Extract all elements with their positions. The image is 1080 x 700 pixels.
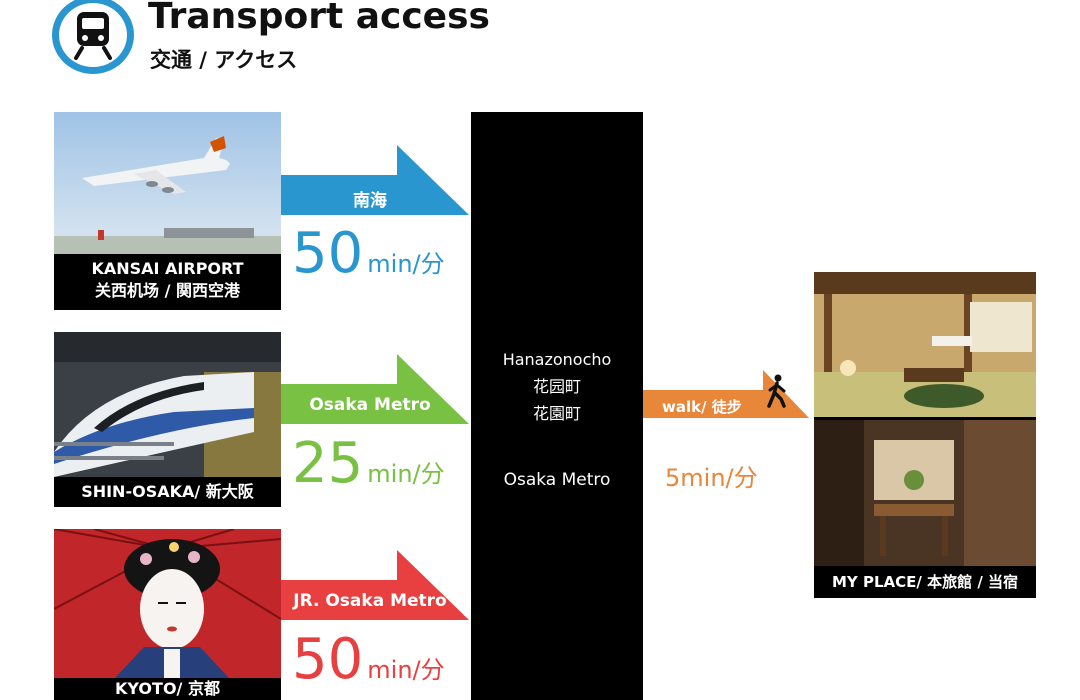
nankai-line-arrow bbox=[281, 145, 469, 215]
train-logo bbox=[52, 0, 134, 74]
page-subtitle: 交通 / アクセス bbox=[150, 48, 298, 72]
jr-osaka-metro-line-label: JR. Osaka Metro bbox=[293, 591, 447, 611]
kansai-duration: 50 min/分 bbox=[292, 226, 445, 282]
walk-label: walk/ 徒步 bbox=[662, 398, 742, 416]
shin-osaka-duration-unit: min/分 bbox=[367, 460, 445, 488]
kyoto-duration-unit: min/分 bbox=[367, 656, 445, 684]
airplane-photo bbox=[54, 112, 281, 260]
kyoto-duration: 50 min/分 bbox=[292, 632, 445, 688]
shin-osaka-tile: SHIN-OSAKA/ 新大阪 bbox=[54, 332, 281, 507]
my-place-caption: MY PLACE/ 本旅館 / 当宿 bbox=[831, 573, 1019, 591]
kansai-airport-tile: KANSAI AIRPORT 关西机场 / 関西空港 bbox=[54, 112, 281, 310]
hanazonocho-station-panel: Hanazonocho 花园町 花園町 Osaka Metro bbox=[471, 112, 643, 700]
kansai-duration-value: 50 bbox=[292, 221, 364, 286]
kansai-airport-name: KANSAI AIRPORT bbox=[91, 259, 244, 278]
dining-room-photo bbox=[814, 420, 1036, 566]
shin-osaka-duration: 25 min/分 bbox=[292, 436, 445, 492]
walk-time: 5min/分 bbox=[665, 464, 758, 492]
station-name-en: Hanazonocho bbox=[502, 350, 612, 369]
station-name-jp: 花園町 bbox=[532, 404, 581, 423]
kansai-duration-unit: min/分 bbox=[367, 250, 445, 278]
jr-osaka-metro-arrow bbox=[281, 550, 469, 620]
shin-osaka-caption: SHIN-OSAKA/ 新大阪 bbox=[54, 477, 281, 507]
geisha-photo bbox=[54, 529, 281, 679]
kansai-airport-caption: KANSAI AIRPORT 关西机场 / 関西空港 bbox=[54, 254, 281, 310]
osaka-metro-arrow bbox=[281, 354, 469, 424]
osaka-metro-line-label: Osaka Metro bbox=[309, 395, 431, 415]
train-icon bbox=[74, 12, 112, 60]
kyoto-tile: KYOTO/ 京都 bbox=[54, 529, 281, 700]
nankai-line-label: 南海 bbox=[353, 191, 387, 211]
kansai-airport-local-name: 关西机场 / 関西空港 bbox=[95, 281, 240, 300]
my-place-tile: MY PLACE/ 本旅館 / 当宿 bbox=[814, 272, 1036, 598]
page-title: Transport access bbox=[148, 0, 490, 37]
kyoto-duration-value: 50 bbox=[292, 627, 364, 692]
bullet-train-photo bbox=[54, 332, 281, 477]
tatami-room-photo bbox=[814, 272, 1036, 417]
kyoto-caption: KYOTO/ 京都 bbox=[54, 678, 281, 700]
shin-osaka-duration-value: 25 bbox=[292, 431, 364, 496]
station-line-name: Osaka Metro bbox=[503, 470, 611, 490]
walking-person-icon bbox=[767, 374, 786, 408]
station-name-cn: 花园町 bbox=[532, 377, 581, 396]
